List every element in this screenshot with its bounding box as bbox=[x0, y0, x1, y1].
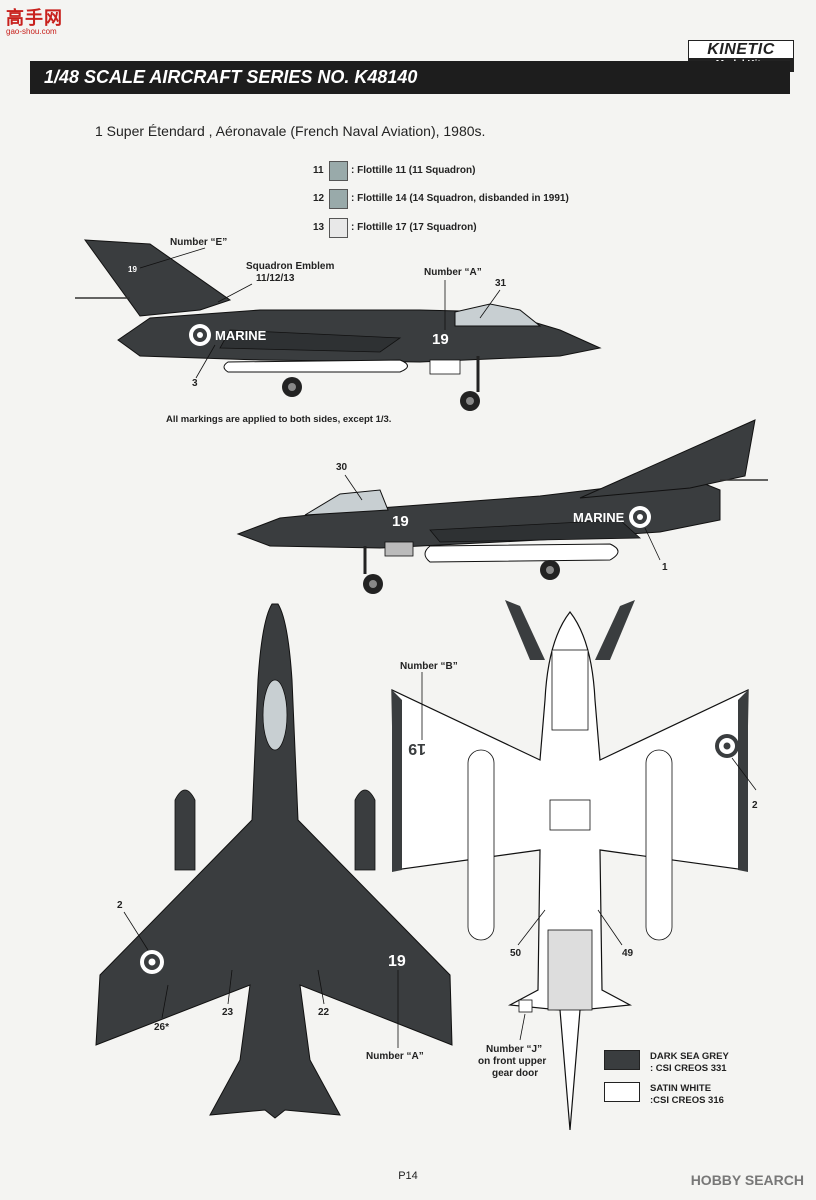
callout-23: 23 bbox=[222, 1007, 234, 1018]
legend-code: : CSI CREOS 331 bbox=[650, 1063, 727, 1074]
squadron-emblem-icon bbox=[329, 218, 348, 238]
callout-leaders-top-view bbox=[123, 911, 399, 1048]
top-view-planform bbox=[95, 603, 453, 1119]
header-banner: 1/48 SCALE AIRCRAFT SERIES NO. K48140 bbox=[30, 61, 790, 94]
callout-26: 26* bbox=[154, 1022, 170, 1033]
callout-49: 49 bbox=[622, 948, 634, 959]
legend-name: SATIN WHITE bbox=[650, 1083, 712, 1094]
callout-30: 30 bbox=[336, 462, 348, 473]
side-number-bottom: 19 bbox=[392, 513, 409, 530]
side-profile-right-view bbox=[236, 419, 768, 594]
site-logo-glyphs: 高手网 bbox=[6, 8, 63, 28]
callout-2-bottom-view: 2 bbox=[752, 800, 758, 811]
callout-1: 1 bbox=[662, 562, 668, 573]
side-profile-left-view bbox=[75, 239, 602, 411]
legend-code: :CSI CREOS 316 bbox=[650, 1095, 724, 1106]
marine-label-top: MARINE bbox=[215, 328, 267, 343]
callout-squadron-emblem: Squadron Emblem bbox=[246, 261, 335, 272]
callout-leaders-mid bbox=[344, 474, 661, 561]
scheme-subtitle: 1 Super Étendard , Aéronavale (French Na… bbox=[95, 123, 486, 139]
callout-number-b: Number “B” bbox=[400, 661, 458, 672]
legend-label-satin-white: SATIN WHITE :CSI CREOS 316 bbox=[650, 1083, 724, 1107]
legend-swatch-satin-white bbox=[604, 1082, 640, 1102]
callout-31: 31 bbox=[495, 278, 507, 289]
bottom-view-planform bbox=[391, 600, 749, 1131]
squadron-number: 13 bbox=[313, 222, 325, 233]
callout-number-a-top: Number “A” bbox=[424, 267, 482, 278]
legend-name: DARK SEA GREY bbox=[650, 1051, 729, 1062]
callout-2-top-view: 2 bbox=[117, 900, 123, 911]
wing-number-top-view: 19 bbox=[388, 953, 406, 970]
squadron-emblem-icon bbox=[329, 161, 348, 181]
marine-label-bottom: MARINE bbox=[573, 510, 625, 525]
squadron-emblem-icon bbox=[329, 189, 348, 209]
squadron-label: : Flottille 14 (14 Squadron, disbanded i… bbox=[351, 193, 569, 204]
squadron-label: : Flottille 17 (17 Squadron) bbox=[351, 222, 477, 233]
callout-number-j-line3: gear door bbox=[492, 1068, 539, 1079]
callout-3: 3 bbox=[192, 378, 198, 389]
fin-number: 19 bbox=[128, 265, 137, 274]
brand-name: KINETIC bbox=[707, 41, 775, 58]
callout-number-e: Number “E” bbox=[170, 237, 228, 248]
callout-squadron-emblem-nums: 11/12/13 bbox=[256, 273, 295, 284]
callout-50: 50 bbox=[510, 948, 522, 959]
callout-22: 22 bbox=[318, 1007, 330, 1018]
hobby-search-watermark: HOBBY SEARCH bbox=[690, 1172, 804, 1188]
callout-number-j: Number “J” bbox=[486, 1044, 543, 1055]
squadron-number: 12 bbox=[313, 193, 325, 204]
site-watermark-logo: 高手网 gao-shou.com bbox=[6, 4, 78, 38]
site-logo-url: gao-shou.com bbox=[6, 27, 57, 36]
callout-leaders-bottom-view bbox=[421, 672, 757, 1041]
wing-number-bottom-view: 19 bbox=[408, 740, 426, 757]
callout-number-j-line2: on front upper bbox=[478, 1056, 547, 1067]
squadron-label: : Flottille 11 (11 Squadron) bbox=[351, 165, 476, 176]
page-title: 1/48 SCALE AIRCRAFT SERIES NO. K48140 bbox=[44, 67, 418, 87]
squadron-number: 11 bbox=[313, 165, 324, 176]
page-number: P14 bbox=[398, 1170, 418, 1182]
markings-note: All markings are applied to both sides, … bbox=[166, 414, 392, 425]
side-number-top: 19 bbox=[432, 331, 449, 348]
callout-leaders-top bbox=[139, 247, 501, 379]
legend-swatch-dark-sea-grey bbox=[604, 1050, 640, 1070]
callout-number-a-bottom: Number “A” bbox=[366, 1051, 424, 1062]
legend-label-dark-sea-grey: DARK SEA GREY : CSI CREOS 331 bbox=[650, 1051, 729, 1075]
